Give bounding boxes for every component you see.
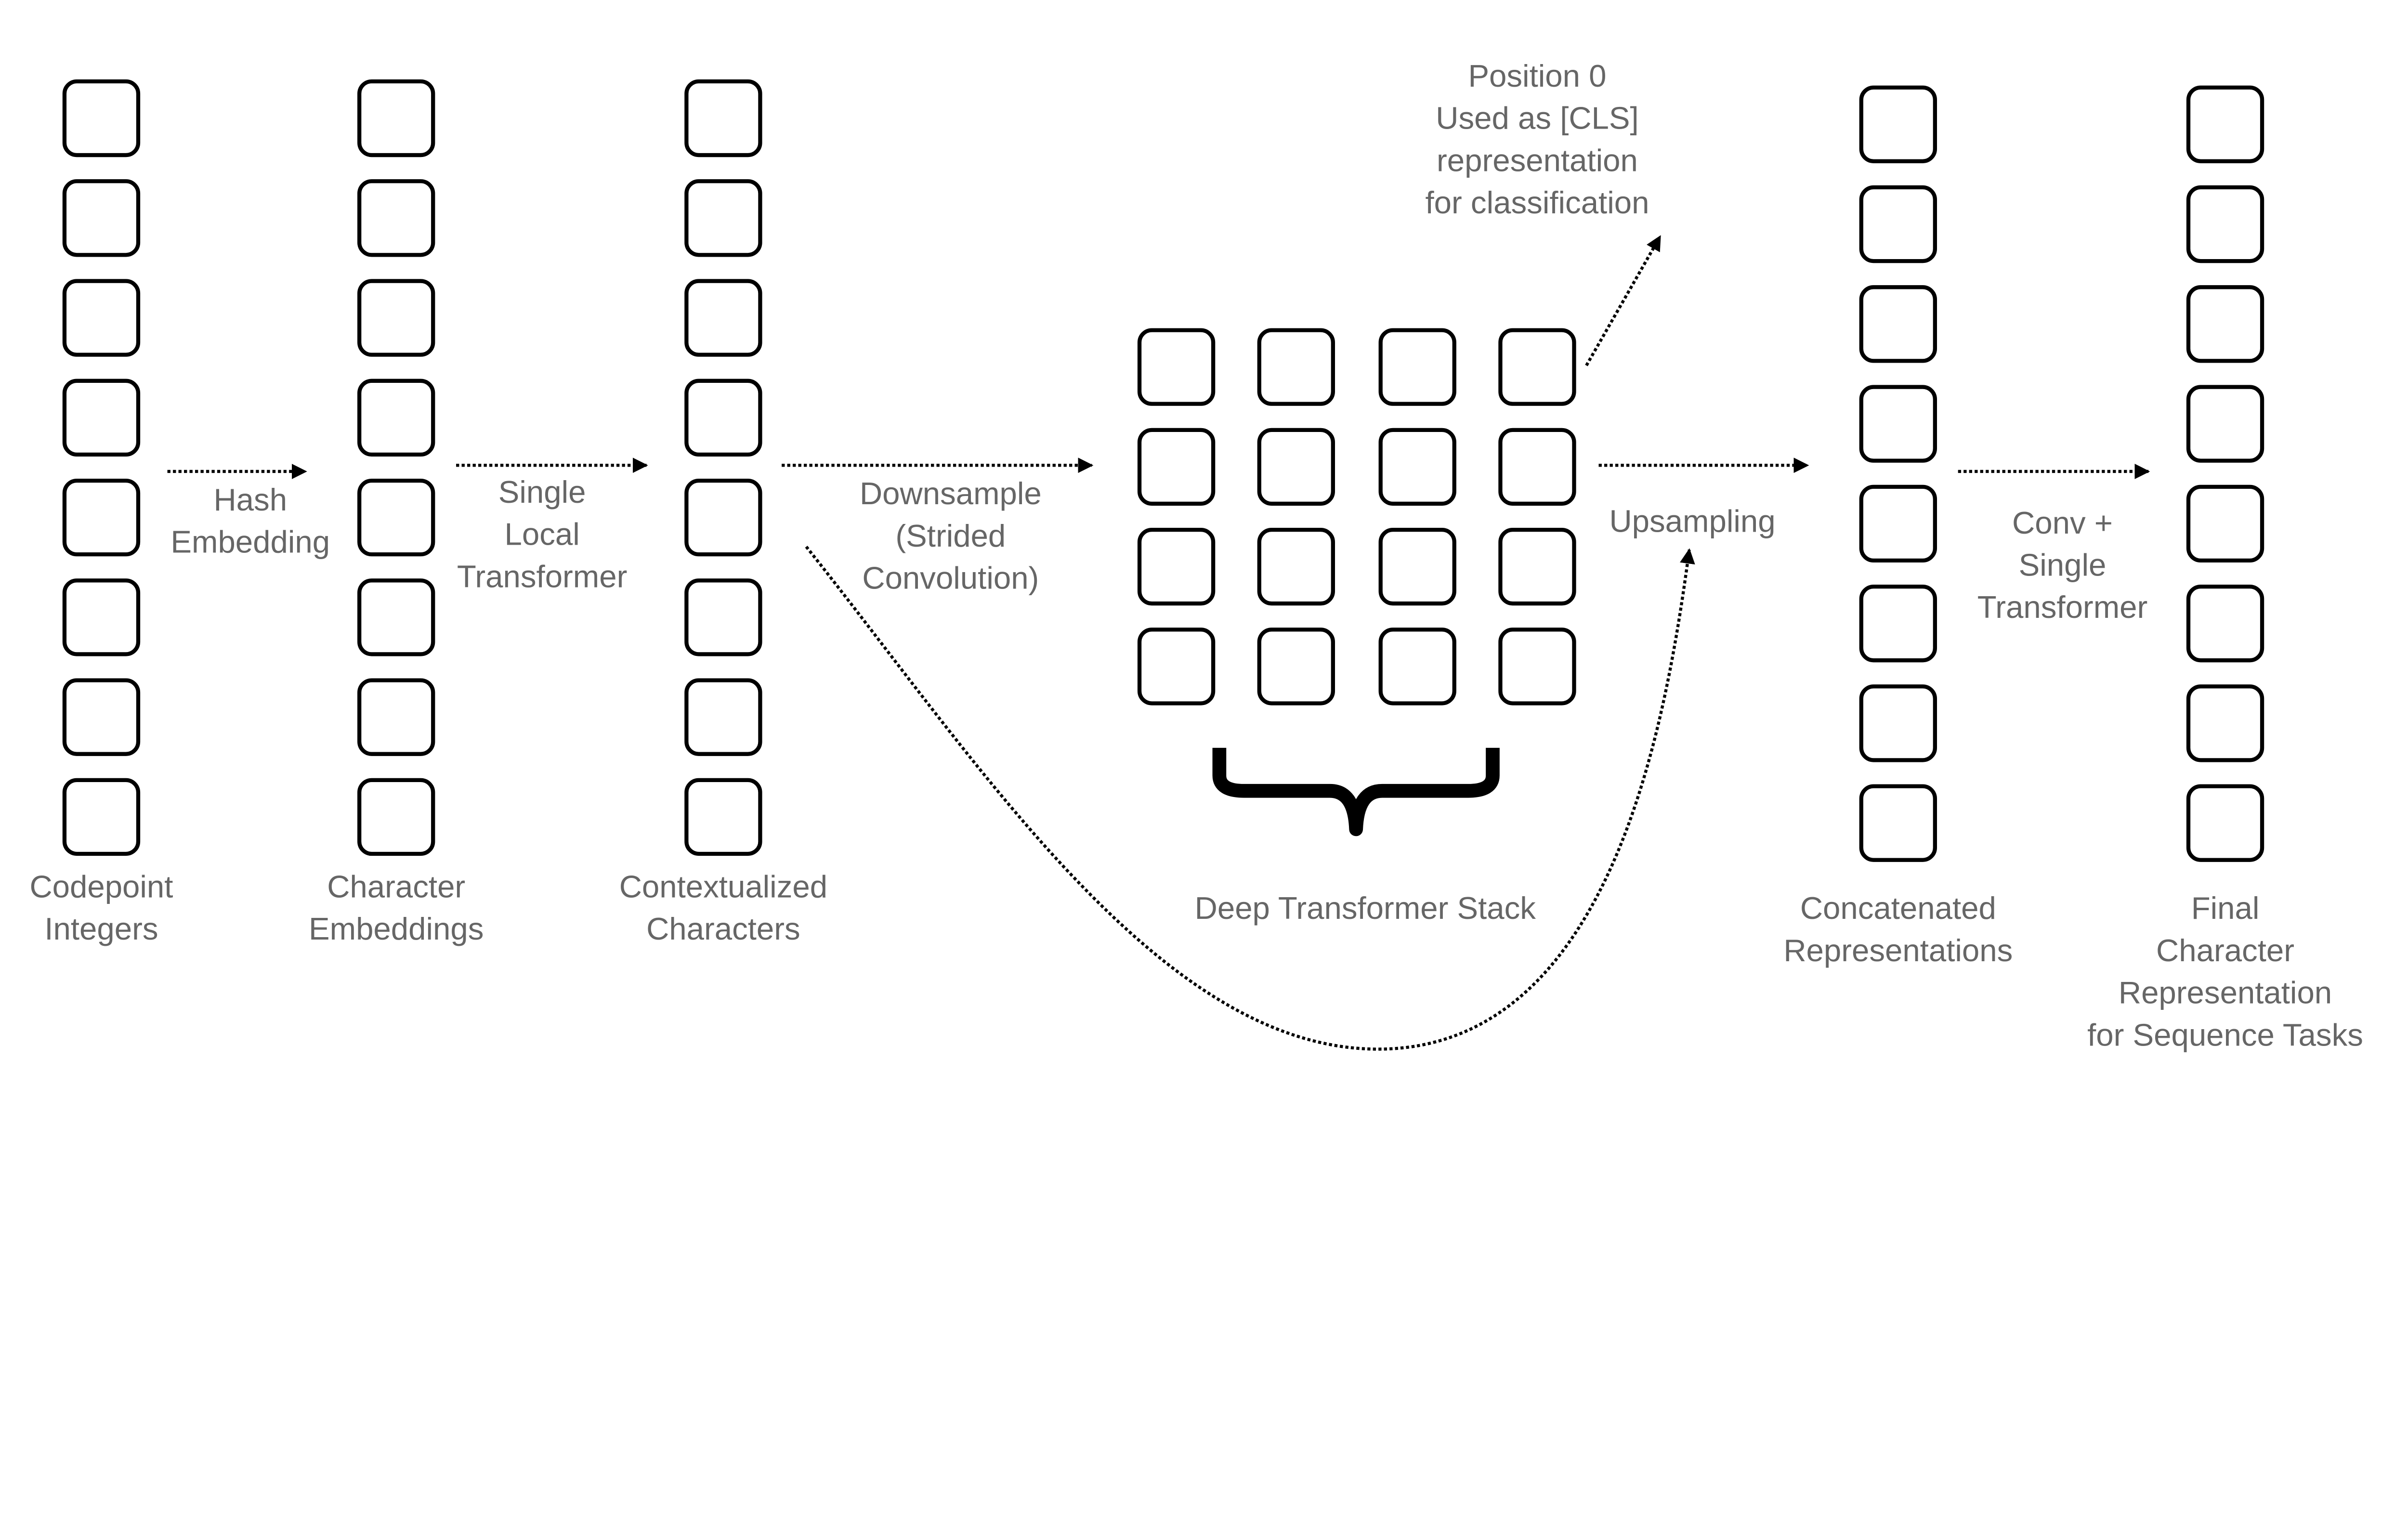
column-5-vector-box (2186, 85, 2264, 163)
column-1-vector-box (62, 379, 141, 457)
column-4-vector-box (1859, 584, 1937, 663)
column-4-vector-box (1859, 385, 1937, 463)
column-1-vector-box (62, 478, 141, 557)
deep-stack-vector-box (1257, 428, 1335, 506)
column-4-vector-box (1859, 784, 1937, 862)
downsample-label: (Strided (895, 518, 1006, 553)
column-label: Character (327, 869, 465, 904)
deep-stack-vector-box (1137, 428, 1216, 506)
column-label: Integers (44, 911, 158, 946)
conv-transformer-label: Conv + (2012, 505, 2113, 540)
column-label: for Sequence Tasks (2087, 1017, 2363, 1052)
column-5-vector-box (2186, 484, 2264, 563)
labels: CodepointIntegersCharacterEmbeddingsCont… (29, 58, 2363, 1052)
column-2-vector-box (357, 678, 435, 756)
column-1-vector-box (62, 578, 141, 656)
column-5-vector-box (2186, 385, 2264, 463)
column-2-vector-box (357, 778, 435, 856)
column-label: Representations (1783, 933, 2013, 968)
cls-note-label: representation (1437, 143, 1638, 178)
column-3-vector-box (684, 279, 762, 357)
deep-stack-vector-box (1378, 627, 1456, 706)
arrow-residual-skip (805, 546, 1695, 1051)
hash-embedding-label: Embedding (170, 524, 330, 560)
cls-note-label: Used as [CLS] (1436, 101, 1638, 136)
deep-stack-vector-box (1257, 328, 1335, 406)
column-5-vector-box (2186, 684, 2264, 762)
column-1-vector-box (62, 179, 141, 257)
column-4-vector-box (1859, 185, 1937, 263)
column-label: Characters (646, 911, 800, 946)
column-5-vector-box (2186, 784, 2264, 862)
column-4-vector-box (1859, 484, 1937, 563)
column-label: Embeddings (309, 911, 484, 946)
arrow-cls (1585, 235, 1662, 366)
column-2-vector-box (357, 279, 435, 357)
column-4-vector-box (1859, 285, 1937, 363)
conv-transformer-label: Transformer (1977, 589, 2147, 625)
vector-boxes (62, 79, 2264, 862)
conv-transformer-label: Single (2019, 548, 2107, 583)
deep-stack-vector-box (1498, 527, 1576, 606)
column-5-vector-box (2186, 285, 2264, 363)
column-4-vector-box (1859, 85, 1937, 163)
deep-stack-vector-box (1257, 627, 1335, 706)
column-5-vector-box (2186, 185, 2264, 263)
downsample-label: Convolution) (862, 561, 1039, 596)
deep-stack-vector-box (1498, 428, 1576, 506)
column-1-vector-box (62, 778, 141, 856)
column-3-vector-box (684, 379, 762, 457)
cls-note-label: Position 0 (1468, 58, 1606, 93)
deep-transformer-stack-label: Deep Transformer Stack (1195, 890, 1536, 926)
local-transformer-label: Single (498, 474, 586, 510)
deep-stack-vector-box (1378, 328, 1456, 406)
column-2-vector-box (357, 379, 435, 457)
local-transformer-label: Transformer (457, 559, 627, 594)
column-5-vector-box (2186, 584, 2264, 663)
column-2-vector-box (357, 578, 435, 656)
column-label: Representation (2119, 975, 2332, 1010)
column-1-vector-box (62, 678, 141, 756)
column-3-vector-box (684, 678, 762, 756)
column-3-vector-box (684, 478, 762, 557)
hash-embedding-label: Hash (213, 482, 287, 517)
deep-stack-vector-box (1498, 328, 1576, 406)
column-2-vector-box (357, 478, 435, 557)
local-transformer-label: Local (505, 517, 580, 552)
column-1-vector-box (62, 279, 141, 357)
cls-note-label: for classification (1425, 185, 1649, 220)
upsampling-label: Upsampling (1609, 504, 1775, 539)
column-label: Contextualized (619, 869, 827, 904)
canine-architecture-diagram: CodepointIntegersCharacterEmbeddingsCont… (29, 58, 2363, 1052)
column-label: Concatenated (1800, 890, 1996, 926)
deep-stack-vector-box (1137, 328, 1216, 406)
column-1-vector-box (62, 79, 141, 157)
deep-stack-vector-box (1378, 428, 1456, 506)
column-3-vector-box (684, 179, 762, 257)
column-3-vector-box (684, 778, 762, 856)
column-label: Final (2191, 890, 2260, 926)
column-3-vector-box (684, 578, 762, 656)
deep-stack-vector-box (1257, 527, 1335, 606)
curly-brace-icon (1212, 747, 1500, 836)
deep-stack-vector-box (1498, 627, 1576, 706)
deep-stack-vector-box (1137, 527, 1216, 606)
column-4-vector-box (1859, 684, 1937, 762)
downsample-label: Downsample (860, 476, 1042, 511)
column-3-vector-box (684, 79, 762, 157)
deep-stack-vector-box (1378, 527, 1456, 606)
column-2-vector-box (357, 179, 435, 257)
column-2-vector-box (357, 79, 435, 157)
deep-stack-vector-box (1137, 627, 1216, 706)
column-label: Character (2156, 933, 2294, 968)
column-label: Codepoint (29, 869, 173, 904)
